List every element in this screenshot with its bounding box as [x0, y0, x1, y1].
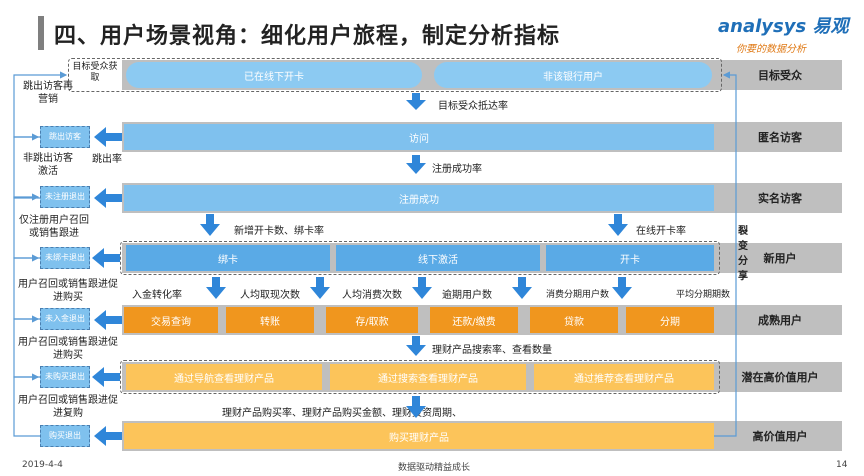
- arrow-left-unbound: [92, 248, 120, 268]
- side-purchase-exit: 购买退出: [40, 425, 90, 447]
- side-no-purchase-exit: 未购买退出: [40, 366, 90, 388]
- search-view-box: 通过搜索查看理财产品: [330, 364, 526, 390]
- potential-group-frame: [120, 360, 720, 394]
- arrow-down-reach: [406, 93, 426, 110]
- stage-label-new-user: 新用户: [718, 243, 842, 273]
- footer-slogan: 数据驱动精益成长: [398, 463, 471, 473]
- metric-avg-withdraw: 人均取现次数: [240, 290, 300, 301]
- arrow-left-no-purchase: [92, 367, 120, 387]
- loop-recall-register: [13, 193, 40, 259]
- metric-bind: 新增开卡数、绑卡率: [234, 226, 324, 237]
- side-unregistered-exit: 未注册退出: [40, 186, 90, 208]
- buy-product-box: 购买理财产品: [124, 423, 714, 449]
- loan-box: 贷款: [530, 307, 618, 333]
- side-bounce-visitor: 跳出访客: [40, 126, 90, 148]
- note-recall-purchase: 用户召回或销售跟进促进购买: [18, 337, 118, 361]
- arrow-down-open: [608, 214, 628, 236]
- oval-offline-card: 已在线下开卡: [126, 62, 422, 88]
- brand-logo: analysys 易观: [718, 16, 849, 37]
- loop-recall-repurchase: [13, 373, 40, 437]
- footer-page-number: 14: [836, 460, 848, 470]
- arrow-down-m2: [310, 277, 330, 299]
- open-card-box: 开卡: [546, 245, 714, 271]
- metric-register-rate: 注册成功率: [432, 164, 482, 175]
- stage-label-mature: 成熟用户: [718, 305, 842, 335]
- page-title: 四、用户场景视角：细化用户旅程，制定分析指标: [54, 24, 561, 49]
- metric-bounce-rate: 跳出率: [92, 154, 122, 165]
- side-no-deposit-exit: 未入金退出: [40, 308, 90, 330]
- arrow-down-m5: [612, 277, 632, 299]
- new-user-group-frame: [120, 241, 720, 275]
- arrow-down-m1: [206, 277, 226, 299]
- visit-box: 访问: [124, 124, 714, 150]
- loop-recall-purchase: [13, 315, 40, 378]
- note-recall-deposit: 用户召回或销售跟进促进购买: [18, 279, 118, 303]
- metric-avg-consume: 人均消费次数: [342, 290, 402, 301]
- arrow-down-product: [406, 336, 426, 356]
- brand-slogan: 你要的数据分析: [736, 44, 806, 55]
- side-unbound-exit: 未绑卡退出: [40, 247, 90, 269]
- note-recall-register: 仅注册用户召回或销售跟进: [19, 215, 89, 239]
- transfer-box: 转账: [226, 307, 314, 333]
- arrow-left-purchase: [94, 426, 122, 446]
- stage-label-target: 目标受众: [718, 60, 842, 90]
- note-remarketing: 跳出访客再营销: [23, 81, 73, 105]
- offline-activate-box: 线下激活: [336, 245, 540, 271]
- arrow-down-m4: [512, 277, 532, 299]
- title-accent-bar: [38, 16, 44, 50]
- target-acquire-label: 目标受众获取: [72, 62, 118, 83]
- loop-remarketing: [13, 71, 68, 138]
- note-activation: 非跳出访客激活: [23, 153, 73, 177]
- metric-reach-rate: 目标受众抵达率: [438, 101, 508, 112]
- arrow-down-buy: [406, 396, 426, 418]
- metric-product-buy: 理财产品购买率、理财产品购买金额、理财投资周期、: [222, 408, 462, 419]
- stage-label-anonymous: 匿名访客: [718, 122, 842, 152]
- arrow-left-unregistered: [94, 188, 122, 208]
- footer-date: 2019-4-4: [22, 460, 63, 470]
- stage-label-potential: 潜在高价值用户: [718, 362, 842, 392]
- deposit-box: 存/取款: [326, 307, 418, 333]
- metric-online-open: 在线开卡率: [636, 226, 686, 237]
- metric-avg-installment: 平均分期期数: [676, 290, 731, 300]
- arrow-left-bounce: [94, 127, 122, 147]
- metric-overdue: 逾期用户数: [442, 290, 492, 301]
- oval-non-bank-user: 非该银行用户: [434, 62, 712, 88]
- bind-card-box: 绑卡: [126, 245, 330, 271]
- stage-label-high-value: 高价值用户: [718, 421, 842, 451]
- loop-recall-deposit: [13, 254, 40, 320]
- note-fission-share: 裂变分享: [738, 226, 748, 282]
- metric-installment-users: 消费分期用户数: [546, 290, 610, 300]
- stage-label-registered: 实名访客: [718, 183, 842, 213]
- nav-view-box: 通过导航查看理财产品: [126, 364, 322, 390]
- arrow-down-bind: [200, 214, 220, 236]
- arrow-down-register: [406, 155, 426, 174]
- target-group-frame: [68, 58, 722, 92]
- register-box: 注册成功: [124, 185, 714, 211]
- loop-fission: [714, 71, 737, 437]
- repay-box: 还款/缴费: [430, 307, 518, 333]
- metric-product-search: 理财产品搜索率、查看数量: [432, 345, 552, 356]
- recommend-view-box: 通过推荐查看理财产品: [534, 364, 714, 390]
- note-recall-repurchase: 用户召回或销售跟进促进复购: [18, 395, 118, 419]
- trade-query-box: 交易查询: [124, 307, 218, 333]
- arrow-left-no-deposit: [94, 310, 122, 330]
- metric-conversion: 入金转化率: [132, 290, 182, 301]
- arrow-down-m3: [412, 277, 432, 299]
- loop-activation: [13, 133, 40, 199]
- installment-box: 分期: [626, 307, 714, 333]
